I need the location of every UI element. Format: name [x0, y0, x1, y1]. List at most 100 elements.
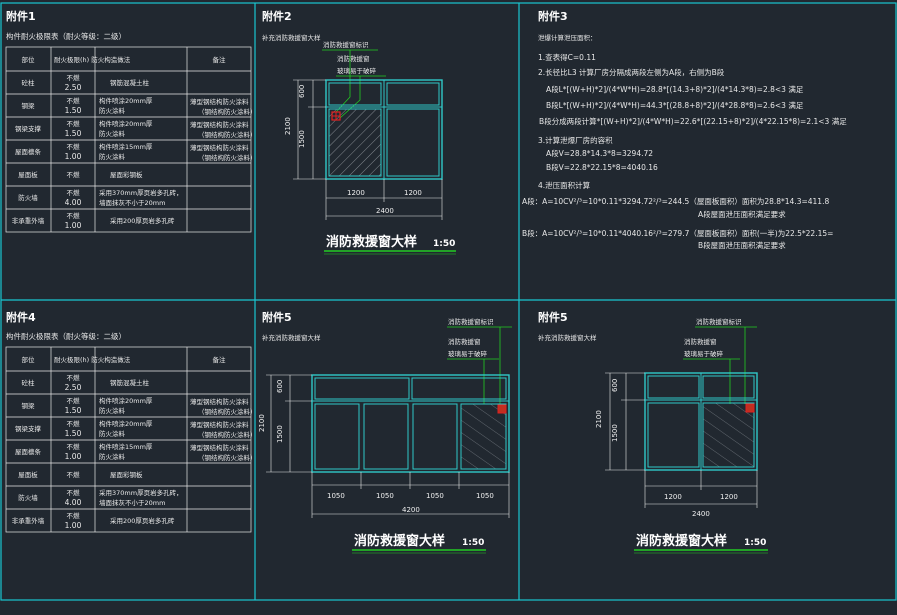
table-cell-rating: 不燃 — [67, 96, 81, 105]
table-cell-note: 薄型钢结构防火涂料 — [190, 397, 249, 406]
window-caption: 消防救援窗大样 — [636, 533, 727, 549]
horizontal-dimensions-5a — [311, 472, 510, 518]
rescue-marker-icon — [745, 403, 755, 413]
table-cell-rating: 1.00 — [65, 221, 82, 230]
table-cell-rating: 不燃 — [67, 419, 81, 428]
table-cell-part: 钢梁 — [22, 101, 36, 110]
dim-1050-b: 1050 — [376, 492, 394, 500]
table-cell-part: 屋面板 — [18, 470, 38, 479]
dim-1500: 1500 — [298, 130, 306, 148]
calc-line: A段：A=10CV²/³=10*0.11*3294.72²/³=244.5（屋面… — [522, 196, 829, 206]
table-cell-note: （钢结构防火涂料） — [198, 453, 257, 462]
table-cell-part: 屋面檩条 — [15, 447, 42, 456]
table-cell-rating: 1.50 — [65, 429, 82, 438]
table-cell-method: 构件喷涂20mm厚 — [99, 119, 153, 128]
table-cell-rating: 不燃 — [67, 511, 81, 520]
table-cell-rating: 1.00 — [65, 152, 82, 161]
table-cell-method: 防火涂料 — [99, 106, 126, 115]
panel-1-title: 附件1 — [6, 9, 36, 23]
panel-5b-subtitle: 补充消防救援窗大样 — [538, 333, 597, 342]
table-cell-rating: 不燃 — [67, 188, 81, 197]
calc-line: 3.计算泄爆厂房的容积 — [538, 135, 613, 145]
table-cell-method: 钢筋混凝土柱 — [110, 78, 150, 87]
table-cell-part: 防火墙 — [18, 493, 38, 502]
table-cell-rating: 不燃 — [67, 73, 81, 82]
dim-1050-c: 1050 — [426, 492, 444, 500]
callout-glass-label-2: 玻璃易于破碎 — [448, 349, 488, 358]
table-cell-method: 构件喷涂15mm厚 — [99, 442, 153, 451]
table-cell-method: 屋面彩钢板 — [110, 470, 143, 479]
calc-line: B段：A=10CV²/³=10*0.11*4040.16²/³=279.7（屋面… — [522, 228, 833, 238]
panel-3: 附件3 泄爆计算泄压面积：1.查表得C=0.112.长径比L3 计算厂房分隔成两… — [522, 9, 847, 250]
table-cell-rating: 1.50 — [65, 406, 82, 415]
panel-2: 附件2 补充消防救援窗大样 消防救援窗标识 消防救援窗 玻璃易于破碎 — [262, 9, 456, 255]
table-cell-method: 构件喷涂20mm厚 — [99, 96, 153, 105]
table-cell-rating: 不燃 — [67, 470, 81, 479]
calc-line: B段L*[(W+H)*2]/(4*W*H)=44.3*[(28.8+8)*2]/… — [546, 100, 804, 110]
panel-4-title: 附件4 — [6, 310, 36, 324]
table-cell-part: 屋面板 — [18, 170, 38, 179]
table-cell-method: 构件喷涂15mm厚 — [99, 142, 153, 151]
table-cell-part: 防火墙 — [18, 193, 38, 202]
panel-2-subtitle: 补充消防救援窗大样 — [262, 33, 321, 42]
calc-line: A段屋面泄压面积满足要求 — [698, 209, 786, 219]
table-cell-part: 钢梁支撑 — [15, 124, 42, 133]
dim-1200-right: 1200 — [404, 189, 422, 197]
callout-mark-label: 消防救援窗标识 — [448, 317, 494, 326]
calc-line: B段分成两段计算*[(W+H)*2]/(4*W*H)=22.6*[(22.15+… — [539, 116, 847, 126]
table-cell-part: 屋面檩条 — [15, 147, 42, 156]
dim-1050-a: 1050 — [327, 492, 345, 500]
panel-4: 附件4 构件耐火极限表（耐火等级：二级） 部位耐火极限(h) 防火构造做法备注砼… — [5, 310, 257, 533]
table-cell-note: （钢结构防火涂料） — [198, 407, 257, 416]
calc-line: 1.查表得C=0.11 — [538, 52, 596, 62]
table-cell-method: 防火涂料 — [99, 406, 126, 415]
calc-line: 4.泄压面积计算 — [538, 180, 591, 190]
table-cell-rating: 不燃 — [67, 142, 81, 151]
table-cell-rating: 不燃 — [67, 396, 81, 405]
table-cell-note: 薄型钢结构防火涂料 — [190, 143, 249, 152]
calc-line: 泄爆计算泄压面积： — [538, 33, 597, 42]
window-scale: 1:50 — [744, 538, 766, 548]
table-cell-method: 防火涂料 — [99, 452, 126, 461]
callout-glass-label-2: 玻璃易于破碎 — [337, 66, 377, 75]
panel-5b-title: 附件5 — [538, 310, 568, 324]
rescue-marker-icon — [497, 404, 507, 414]
table-cell-method: 采用370mm厚页岩多孔砖， — [99, 488, 183, 497]
dim-4200: 4200 — [402, 506, 420, 514]
panel-5a: 附件5 补充消防救援窗大样 消防救援窗标识 消防救援窗 玻璃易于破碎 — [258, 310, 512, 554]
vent-area-calculation: 泄爆计算泄压面积：1.查表得C=0.112.长径比L3 计算厂房分隔成两段左侧为… — [522, 33, 847, 250]
table-cell-method: 采用370mm厚页岩多孔砖， — [99, 188, 183, 197]
table-cell-method: 墙面抹灰不小于20mm — [99, 198, 165, 207]
window-caption: 消防救援窗大样 — [354, 533, 445, 549]
table-cell-rating: 不燃 — [67, 211, 81, 220]
table-cell-rating: 不燃 — [67, 442, 81, 451]
table-cell-part: 非承重外墙 — [12, 216, 45, 225]
calc-line: B段V=22.8*22.15*8=4040.16 — [546, 162, 658, 172]
dim-1200-right: 1200 — [720, 493, 738, 501]
table-cell-rating: 1.50 — [65, 129, 82, 138]
calc-line: A段L*[(W+H)*2]/(4*W*H)=28.8*[(14.3+8)*2]/… — [546, 84, 804, 94]
table-cell-note: 薄型钢结构防火涂料 — [190, 97, 249, 106]
callout-glass-label-2: 玻璃易于破碎 — [684, 349, 724, 358]
table-cell-method: 采用200厚页岩多孔砖 — [110, 216, 175, 225]
callout-glass-label-1: 消防救援窗 — [684, 337, 717, 346]
table-cell-method: 墙面抹灰不小于20mm — [99, 498, 165, 507]
dim-1200-left: 1200 — [664, 493, 682, 501]
table-cell-rating: 不燃 — [67, 488, 81, 497]
callout-mark-label: 消防救援窗标识 — [696, 317, 742, 326]
panel-1: 附件1 构件耐火极限表（耐火等级：二级） 部位耐火极限(h) 防火构造做法备注砼… — [5, 9, 257, 233]
panel-1-subtitle: 构件耐火极限表（耐火等级：二级） — [6, 31, 126, 41]
window-elevation-5a — [311, 374, 510, 473]
dim-600: 600 — [298, 85, 306, 98]
calc-line: A段V=28.8*14.3*8=3294.72 — [546, 148, 653, 158]
callout-glass-label-1: 消防救援窗 — [337, 54, 370, 63]
table-cell-rating: 4.00 — [65, 498, 82, 507]
table-cell-method: 构件喷涂20mm厚 — [99, 396, 153, 405]
window-elevation — [325, 79, 443, 180]
table-cell-rating: 不燃 — [67, 170, 81, 179]
callout-mark-label: 消防救援窗标识 — [323, 40, 369, 49]
table-cell-method: 采用200厚页岩多孔砖 — [110, 516, 175, 525]
table-header: 耐火极限(h) 防火构造做法 — [54, 355, 131, 364]
